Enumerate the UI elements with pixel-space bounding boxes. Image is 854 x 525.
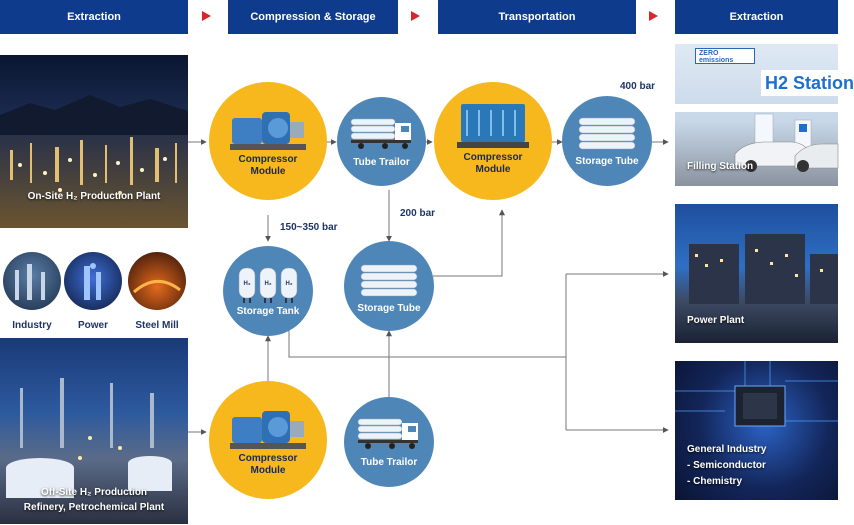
chemistry-label: - Chemistry (687, 476, 743, 487)
storage-tube-icon (578, 117, 636, 150)
compressor-label-2: Module (475, 164, 511, 175)
onsite-plant-label: On-Site H₂ Production Plant (27, 191, 161, 202)
plant-lights-icon (0, 95, 188, 195)
offsite-plant-label-2: Refinery, Petrochemical Plant (23, 502, 165, 513)
filling-station-label: Filling Station (687, 161, 754, 172)
power-photo (64, 252, 122, 310)
offsite-plant-photo: Off-Site H₂ Production Refinery, Petroch… (0, 338, 188, 524)
storage-tank-label: Storage Tank (236, 306, 300, 317)
compressor-label-2: Module (250, 465, 286, 476)
tube-trailor-label: Tube Trailor (360, 457, 418, 468)
pressure-label-200: 200 bar (400, 208, 436, 219)
compressor-module-node: Compressor Module (434, 82, 552, 200)
station-cars-icon (675, 104, 839, 172)
sign-text: emissions (699, 57, 734, 64)
tube-trailor-node: Tube Trailor (337, 97, 426, 186)
stage-label: Compression & Storage (250, 11, 376, 23)
compressor-label-1: Compressor (238, 154, 298, 165)
storage-tube-node: Storage Tube (562, 96, 652, 186)
connector (288, 330, 566, 358)
stage-label: Extraction (729, 11, 784, 23)
tank-symbol: H₂ (286, 281, 293, 287)
storage-tube-node: Storage Tube (344, 241, 434, 331)
pressure-label-400: 400 bar (620, 81, 656, 92)
steel-mill-photo (128, 252, 186, 310)
compressor-module-node: Compressor Module (209, 381, 327, 499)
sign-text: ZERO (699, 50, 719, 57)
stage-label: Extraction (67, 11, 121, 23)
power-plant-label: Power Plant (687, 315, 745, 326)
power-plant-photo: Power Plant (675, 204, 838, 343)
play-arrow-icon (202, 11, 211, 21)
onsite-plant-photo: On-Site H₂ Production Plant (0, 55, 188, 228)
tube-trailor-node: Tube Trailor (344, 397, 434, 487)
tank-symbol: H₂ (265, 281, 272, 287)
compressor-label-2: Module (250, 166, 286, 177)
pressure-label-150-350: 150~350 bar (280, 222, 338, 233)
storage-tube-label: Storage Tube (357, 303, 421, 314)
play-arrow-icon (649, 11, 658, 21)
tube-trailer-icon (357, 418, 418, 449)
tank-symbol: H₂ (244, 281, 251, 287)
industry-icon (15, 264, 45, 300)
semiconductor-label: - Semiconductor (687, 460, 766, 471)
refinery-icon (6, 378, 172, 498)
offsite-plant-label-1: Off-Site H₂ Production (40, 487, 148, 498)
storage-tube-label: Storage Tube (575, 156, 639, 167)
tube-trailer-icon (350, 118, 411, 149)
compressor-icon (230, 411, 306, 449)
compressor-icon (230, 112, 306, 150)
zero-emissions-sign: ZERO emissions (695, 48, 755, 64)
stage-extraction-1: Extraction (0, 0, 188, 34)
tube-trailor-label: Tube Trailor (353, 157, 410, 168)
power-plant-icon (689, 234, 838, 304)
steel-mill-icon (133, 280, 181, 294)
industry-label: Industry (12, 320, 52, 331)
compressor-label-1: Compressor (463, 152, 523, 163)
power-icon (84, 263, 101, 300)
storage-tank-node: H₂ H₂ H₂ Storage Tank (223, 246, 313, 336)
compressor-label-1: Compressor (238, 453, 298, 464)
connector (433, 209, 505, 277)
h2-station-sign: H2 Station (761, 70, 854, 96)
general-industry-photo: General Industry - Semiconductor - Chemi… (675, 361, 838, 500)
stage-transportation: Transportation (438, 0, 636, 34)
industry-photo (3, 252, 61, 310)
steel-mill-label: Steel Mill (135, 320, 179, 331)
stage-extraction-2: Extraction (675, 0, 838, 34)
play-arrow-icon (411, 11, 420, 21)
general-industry-label: General Industry (687, 444, 767, 455)
filling-station-photo: ZERO emissions H2 Station Filling Statio… (675, 44, 854, 186)
power-label: Power (77, 320, 108, 331)
compressor-module-node: Compressor Module (209, 82, 327, 200)
storage-tank-icon: H₂ H₂ H₂ (238, 267, 298, 303)
compressor-icon (457, 104, 529, 148)
stage-label: Transportation (498, 11, 576, 23)
chip-icon (675, 361, 838, 427)
storage-tube-icon (360, 264, 418, 297)
stage-compression-storage: Compression & Storage (228, 0, 398, 34)
